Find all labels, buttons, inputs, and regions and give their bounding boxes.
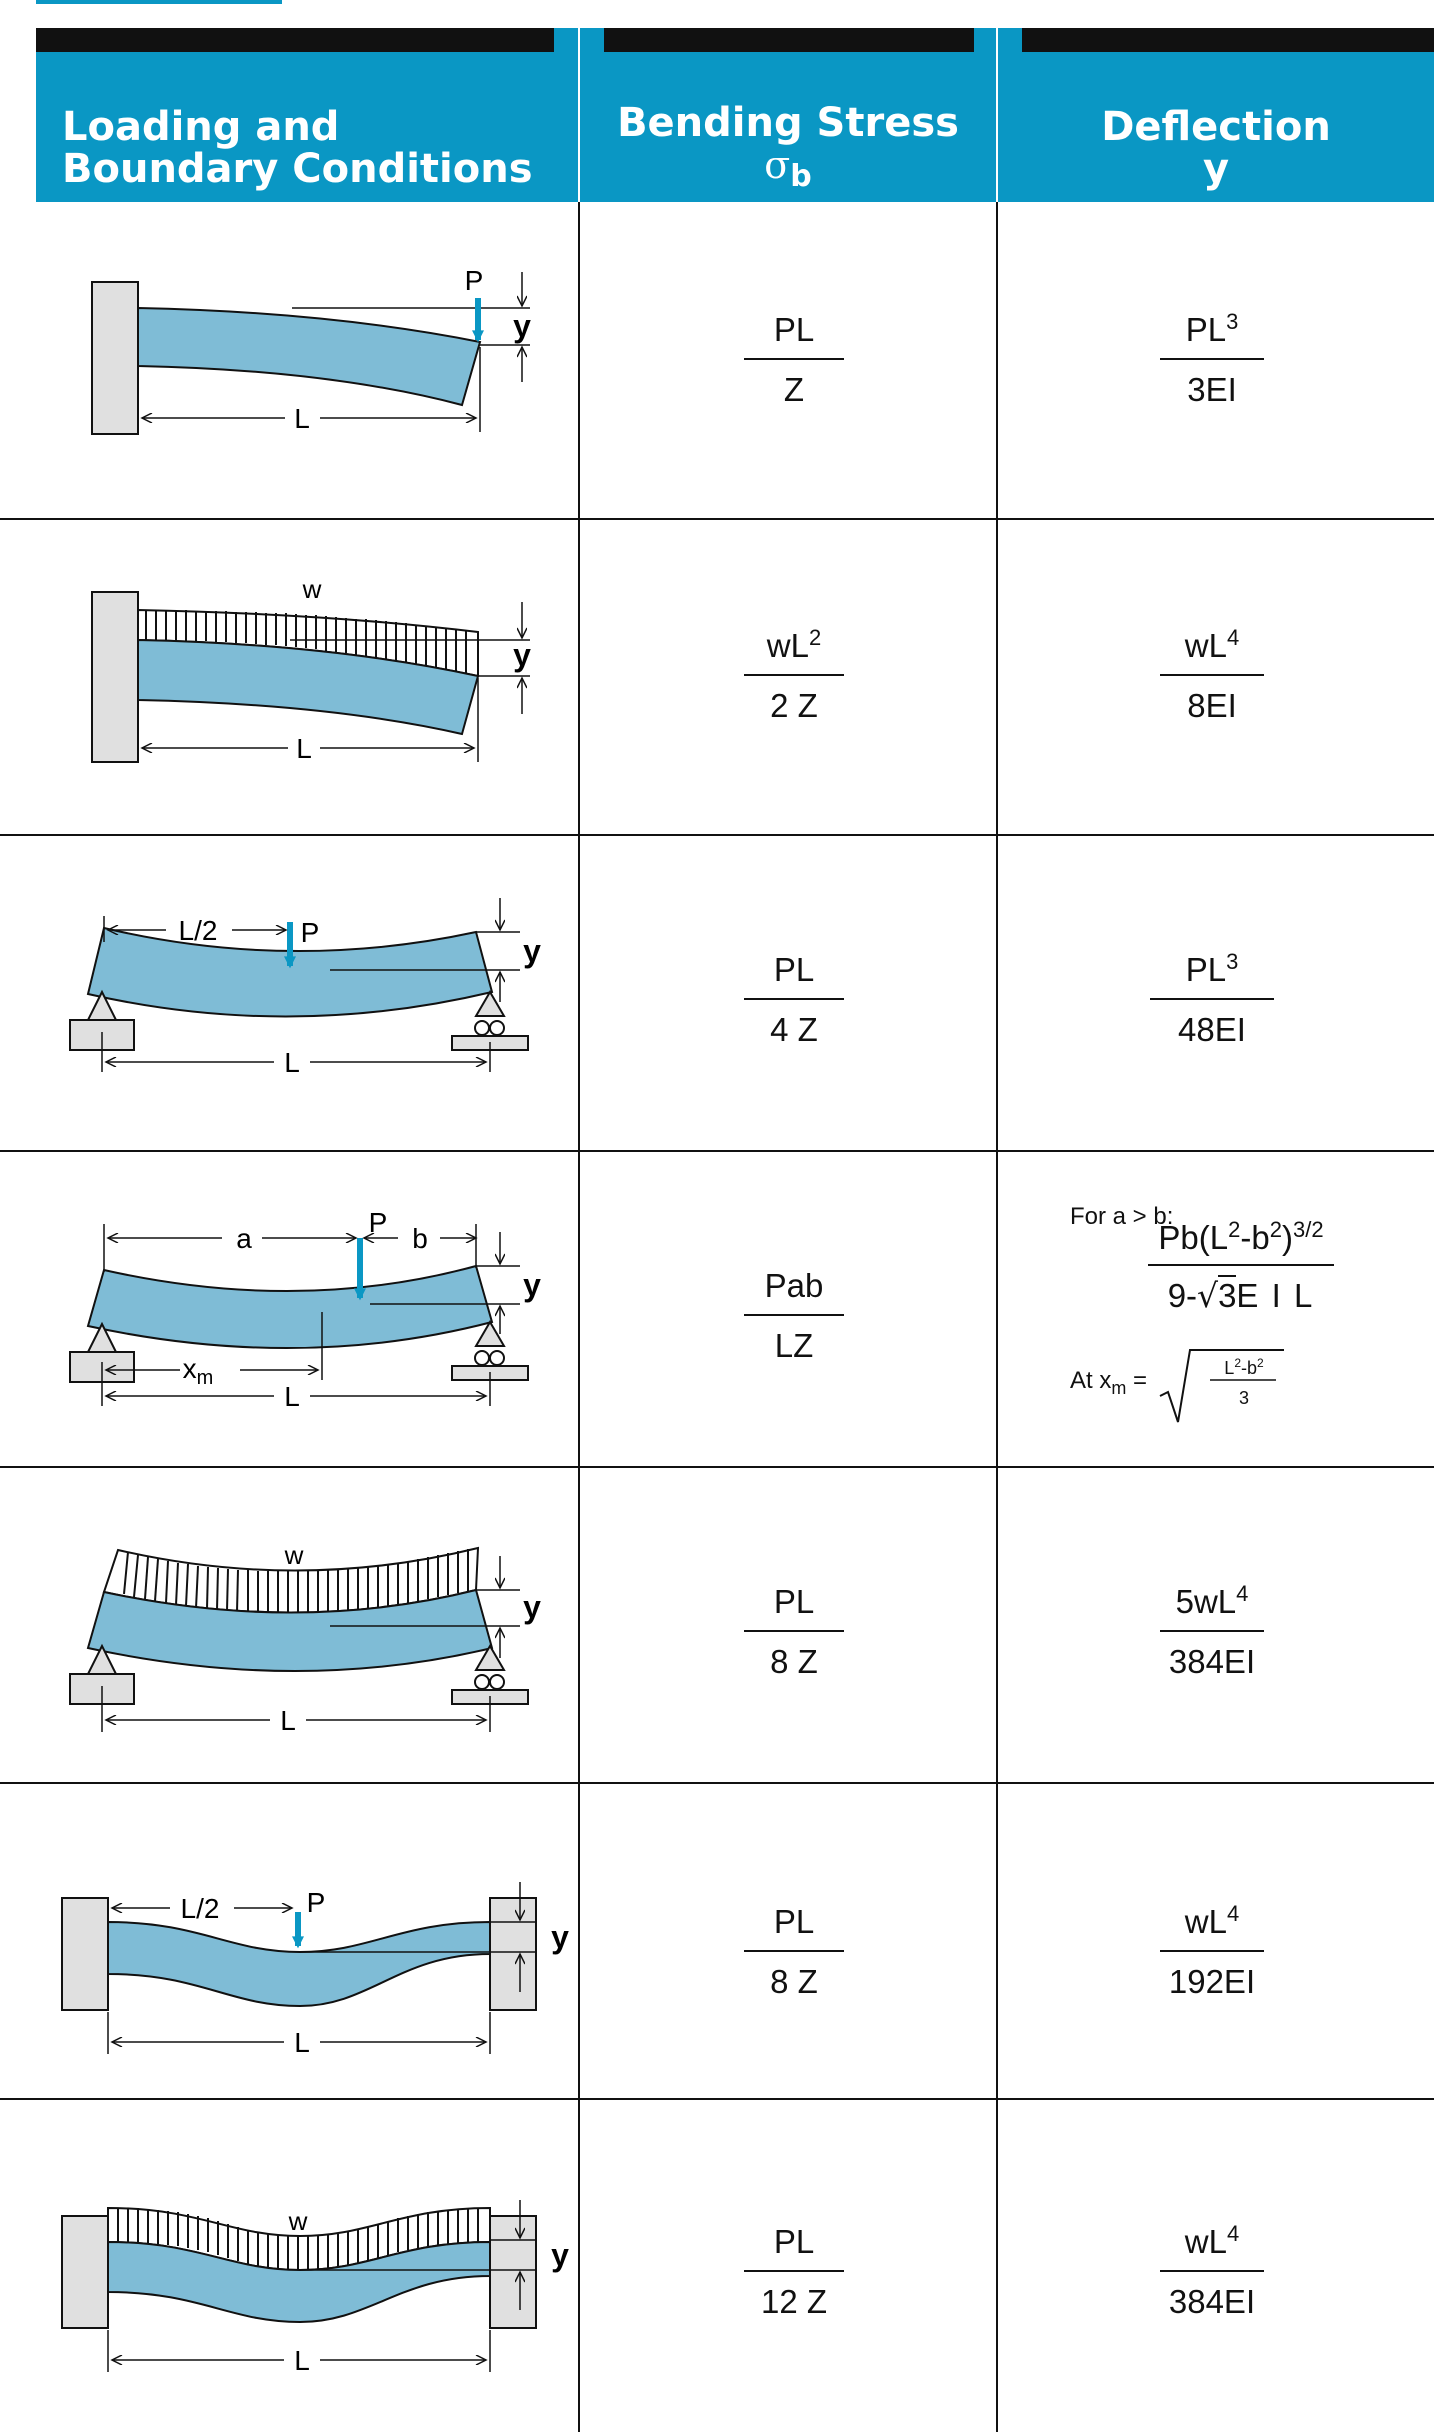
label-P: P <box>369 1207 388 1238</box>
header-bending-stress: Bending Stress σb <box>580 28 996 202</box>
sigma-subscript: b <box>790 159 812 194</box>
label-w: w <box>284 1540 304 1570</box>
label-w: w <box>288 2206 308 2236</box>
header-col1-line1: Loading and <box>62 104 340 150</box>
deflection-condition: For a > b: <box>1070 1203 1174 1230</box>
top-accent-line <box>36 0 282 4</box>
header-black-bar <box>1022 28 1434 52</box>
beam <box>137 306 482 407</box>
sigma-symbol: σ <box>764 143 791 187</box>
row-divider <box>0 1782 1434 1784</box>
wall-support-right <box>489 1897 537 2011</box>
header-col1-line2: Boundary Conditions <box>62 146 533 192</box>
label-y: y <box>551 1919 569 1955</box>
diagram-cantilever-uniform-load: w y L <box>91 574 531 764</box>
label-y: y <box>513 637 531 673</box>
beam <box>137 638 480 736</box>
label-L: L <box>294 2027 310 2058</box>
roller-support <box>474 1320 506 1347</box>
label-P: P <box>301 917 320 948</box>
row-divider <box>0 1466 1434 1468</box>
label-y: y <box>523 1267 541 1303</box>
sqrt-fraction: L2-b2 3 <box>1224 1356 1264 1408</box>
load-hatch <box>117 2208 479 2270</box>
label-L: L <box>294 403 310 434</box>
label-P: P <box>465 265 484 296</box>
row-divider <box>0 518 1434 520</box>
label-L-half: L/2 <box>179 915 218 946</box>
wall-support-right <box>489 2215 537 2329</box>
wall-support-left <box>61 1897 109 2011</box>
row-divider <box>0 2098 1434 2100</box>
wall-support <box>91 281 139 435</box>
header-loading-conditions: Loading and Boundary Conditions <box>36 28 578 202</box>
diagram-simply-supported-offset-load: P a b y xm L <box>69 1207 541 1412</box>
label-a: a <box>236 1223 252 1254</box>
label-y: y <box>513 308 531 344</box>
beam <box>107 2240 491 2324</box>
roller-support <box>474 990 506 1017</box>
label-P: P <box>307 1887 326 1918</box>
label-L-half: L/2 <box>181 1893 220 1924</box>
beam <box>86 1264 494 1350</box>
header-col3-line1: Deflection <box>1101 104 1331 150</box>
deflection-formula-4: Pb(L2-b2)3/2 9-√3E I L <box>1148 1217 1334 1316</box>
wall-support <box>91 591 139 763</box>
load-hatch <box>123 1549 469 1613</box>
wall-support-left <box>61 2215 109 2329</box>
header-deflection: Deflection y <box>998 28 1434 202</box>
diagram-simply-supported-uniform-load: w y L <box>69 1540 541 1736</box>
load-hatch <box>145 610 467 676</box>
label-L: L <box>296 733 312 764</box>
header-col2-line1: Bending Stress <box>617 100 959 146</box>
sqrt-sign <box>1159 1349 1284 1423</box>
header-divider <box>578 28 580 202</box>
beam <box>107 1920 491 2008</box>
label-w: w <box>302 574 322 604</box>
row-divider <box>0 834 1434 836</box>
label-L: L <box>284 1381 300 1412</box>
label-b: b <box>412 1223 428 1254</box>
label-L: L <box>280 1705 296 1736</box>
column-divider <box>996 202 998 2432</box>
row-divider <box>0 1150 1434 1152</box>
header-col3-line2: y <box>1202 146 1230 192</box>
header-black-bar <box>604 28 974 52</box>
label-L: L <box>284 1047 300 1078</box>
diagram-fixed-uniform-load: w y L <box>61 2200 569 2376</box>
header-divider <box>996 28 998 202</box>
roller-support <box>474 1644 506 1671</box>
header-black-bar <box>36 28 554 52</box>
label-y: y <box>523 933 541 969</box>
diagram-simply-supported-center-load: P L/2 y L <box>69 898 541 1078</box>
xm-location: At xm = <box>1070 1367 1148 1398</box>
beam <box>86 926 494 1018</box>
label-y: y <box>551 2237 569 2273</box>
diagram-cantilever-point-load: P y L <box>91 265 531 435</box>
label-y: y <box>523 1589 541 1625</box>
beam-diagrams: P y L w y L <box>61 265 569 2376</box>
label-xm: xm <box>183 1353 214 1389</box>
column-divider <box>578 202 580 2432</box>
label-L: L <box>294 2345 310 2376</box>
diagram-fixed-center-load: P L/2 y L <box>61 1882 569 2058</box>
